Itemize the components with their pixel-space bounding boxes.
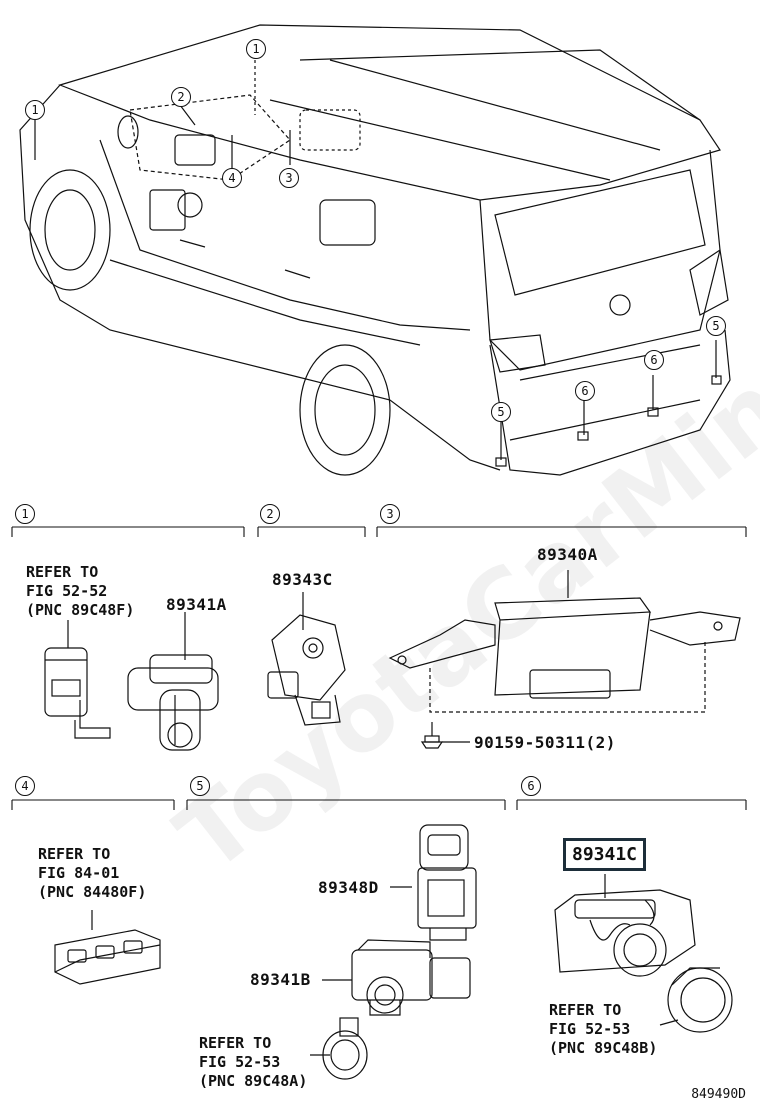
callout-5-left: 5 [491,402,511,422]
part-number-89341b[interactable]: 89341B [250,970,311,989]
callout-2: 2 [171,87,191,107]
section-5-number: 5 [190,776,210,796]
callout-6-left: 6 [575,381,595,401]
section-3-number: 3 [380,504,400,524]
section-6-number: 6 [521,776,541,796]
part-number-89341c-highlighted[interactable]: 89341C [563,838,647,871]
section-2-number: 2 [260,504,280,524]
part-89341c [554,874,696,977]
callout-1-top: 1 [246,39,266,59]
part-number-89348d[interactable]: 89348D [318,878,379,897]
section-1-number: 1 [15,504,35,524]
part-89340a [388,570,741,713]
section-6-reference: REFER TO FIG 52-53 (PNC 89C48B) [549,1001,658,1057]
section-4-reference: REFER TO FIG 84-01 (PNC 84480F) [38,845,147,901]
section-1-reference: REFER TO FIG 52-52 (PNC 89C48F) [26,563,135,619]
callout-3: 3 [279,168,299,188]
part-89348d [390,824,477,941]
part-89c48a-ring [310,1017,368,1080]
section-5-reference: REFER TO FIG 52-53 (PNC 89C48A) [199,1034,308,1090]
callout-4: 4 [222,168,242,188]
part-number-90159-50311[interactable]: 90159-50311(2) [474,733,616,752]
part-number-89340a[interactable]: 89340A [537,545,598,564]
vehicle-illustration [19,24,731,476]
callout-6-right: 6 [644,350,664,370]
callout-5-right: 5 [706,316,726,336]
part-84480f-switch [54,910,161,985]
part-89343c [267,592,346,726]
callout-1-left: 1 [25,100,45,120]
part-89c48f-connector [44,620,111,739]
part-89c48b-ring [659,967,733,1033]
part-number-89343c[interactable]: 89343C [272,570,333,589]
diagram-id: 849490D [691,1087,746,1102]
section-4-number: 4 [15,776,35,796]
part-number-89341a[interactable]: 89341A [166,595,227,614]
part-89341b [322,939,471,1016]
section-dividers [11,526,747,810]
bolt-90159-50311 [420,722,470,749]
part-89341a [127,612,219,751]
